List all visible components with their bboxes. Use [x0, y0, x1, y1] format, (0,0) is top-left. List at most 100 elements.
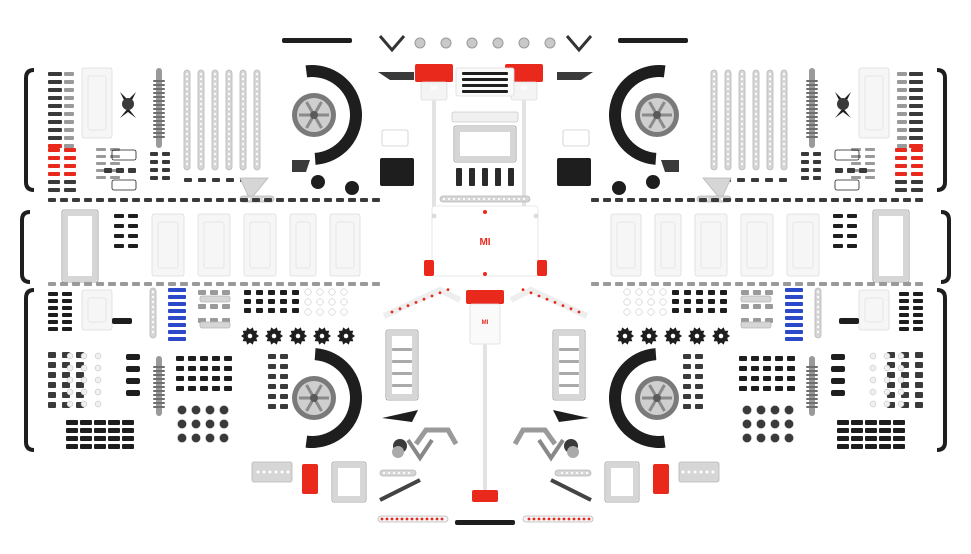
beam-hole: [407, 471, 411, 475]
spring-coil: [153, 386, 165, 388]
black-pin: [913, 313, 923, 317]
beam-hole: [754, 72, 758, 76]
small-round-part: [466, 37, 478, 49]
small-round-part: [518, 37, 530, 49]
grey-pin: [865, 162, 875, 165]
red-dot: [438, 291, 442, 295]
beam-hole: [185, 87, 189, 91]
angle-connector: [112, 318, 132, 324]
beam-hole: [740, 102, 744, 106]
clear-panel: [786, 213, 820, 277]
pin-row: [735, 282, 743, 286]
long-black-pin: [66, 428, 78, 433]
ladder-frame: [872, 209, 910, 283]
black-axle-connector: [188, 366, 196, 371]
beam-hole: [754, 102, 758, 106]
small-connector: [94, 364, 102, 372]
hinge-pin: [915, 382, 923, 388]
grey-pin: [851, 176, 861, 179]
grey-pin: [96, 169, 106, 172]
axle-pin: [683, 384, 691, 389]
beam-hole: [754, 77, 758, 81]
round-bushing: [770, 405, 780, 415]
black-pin: [62, 320, 72, 324]
beam-hole: [255, 72, 259, 76]
beam-hole: [392, 471, 396, 475]
black-axle-connector: [188, 356, 196, 361]
pin-row: [156, 198, 164, 202]
beam-hole: [782, 97, 786, 101]
beam-hole: [816, 300, 820, 304]
beam-hole: [151, 325, 155, 329]
controller-screw: [431, 213, 437, 219]
spring-coil: [806, 100, 818, 102]
clip-part: [565, 35, 593, 53]
clear-panel: [694, 213, 728, 277]
axle-pin: [813, 168, 821, 172]
h-connector: [199, 295, 231, 303]
small-pin: [909, 136, 923, 140]
beam-hole: [768, 162, 772, 166]
red-pin: [64, 156, 76, 160]
pin-row: [324, 198, 332, 202]
black-axle-connector: [739, 376, 747, 381]
bushing: [623, 308, 631, 316]
link-bracket: [834, 179, 860, 191]
wheel-hub: [310, 111, 318, 119]
spring-coil: [806, 80, 818, 82]
panel-inner-outline: [87, 75, 107, 131]
long-black-pin: [94, 428, 106, 433]
beam-hole: [185, 122, 189, 126]
black-pin: [64, 188, 76, 192]
beam-hole: [227, 72, 231, 76]
beam-hole: [227, 87, 231, 91]
beam-hole: [255, 92, 259, 96]
beam-hole: [447, 197, 451, 201]
beam-hole: [712, 72, 716, 76]
frame-bottom-bar: [63, 276, 97, 281]
pin-row: [240, 198, 248, 202]
axle-pin: [268, 364, 276, 369]
spring-coil: [806, 112, 818, 114]
black-axle-connector: [787, 376, 795, 381]
small-black-pin: [708, 308, 715, 313]
beam-hole: [241, 82, 245, 86]
red-dot: [390, 310, 394, 314]
hinge-pin: [62, 372, 70, 378]
black-axle-connector: [200, 356, 208, 361]
beam-hole: [199, 122, 203, 126]
axle-pin: [162, 160, 170, 164]
beam-hole: [740, 87, 744, 91]
small-connector: [869, 364, 877, 372]
beam-hole: [726, 137, 730, 141]
black-axle-connector: [787, 386, 795, 391]
spring-coil: [806, 378, 818, 380]
axle-pin: [268, 384, 276, 389]
red-pin: [48, 148, 60, 152]
spring-coil: [153, 112, 165, 114]
axle-pin: [737, 178, 745, 182]
long-black-pin: [865, 420, 877, 425]
beam-hole: [185, 107, 189, 111]
small-connector: [94, 400, 102, 408]
small-connector: [869, 352, 877, 360]
small-connector: [80, 400, 88, 408]
frame-right-bar: [412, 331, 417, 399]
gear-hub: [567, 446, 579, 458]
pin-row: [903, 198, 911, 202]
beam-hole: [754, 82, 758, 86]
beam-hole: [241, 112, 245, 116]
beam-hole: [740, 122, 744, 126]
beam-hole: [712, 107, 716, 111]
beam-hole: [241, 107, 245, 111]
beam-hole: [185, 157, 189, 161]
panel-inner-outline: [157, 221, 179, 269]
red-dot: [561, 304, 565, 307]
red-dot: [547, 517, 551, 521]
pin-row: [156, 282, 164, 286]
pin-row: [168, 282, 176, 286]
black-pin: [126, 390, 140, 396]
black-axle-connector: [224, 376, 232, 381]
beam-hole: [782, 92, 786, 96]
bushing: [659, 298, 667, 306]
